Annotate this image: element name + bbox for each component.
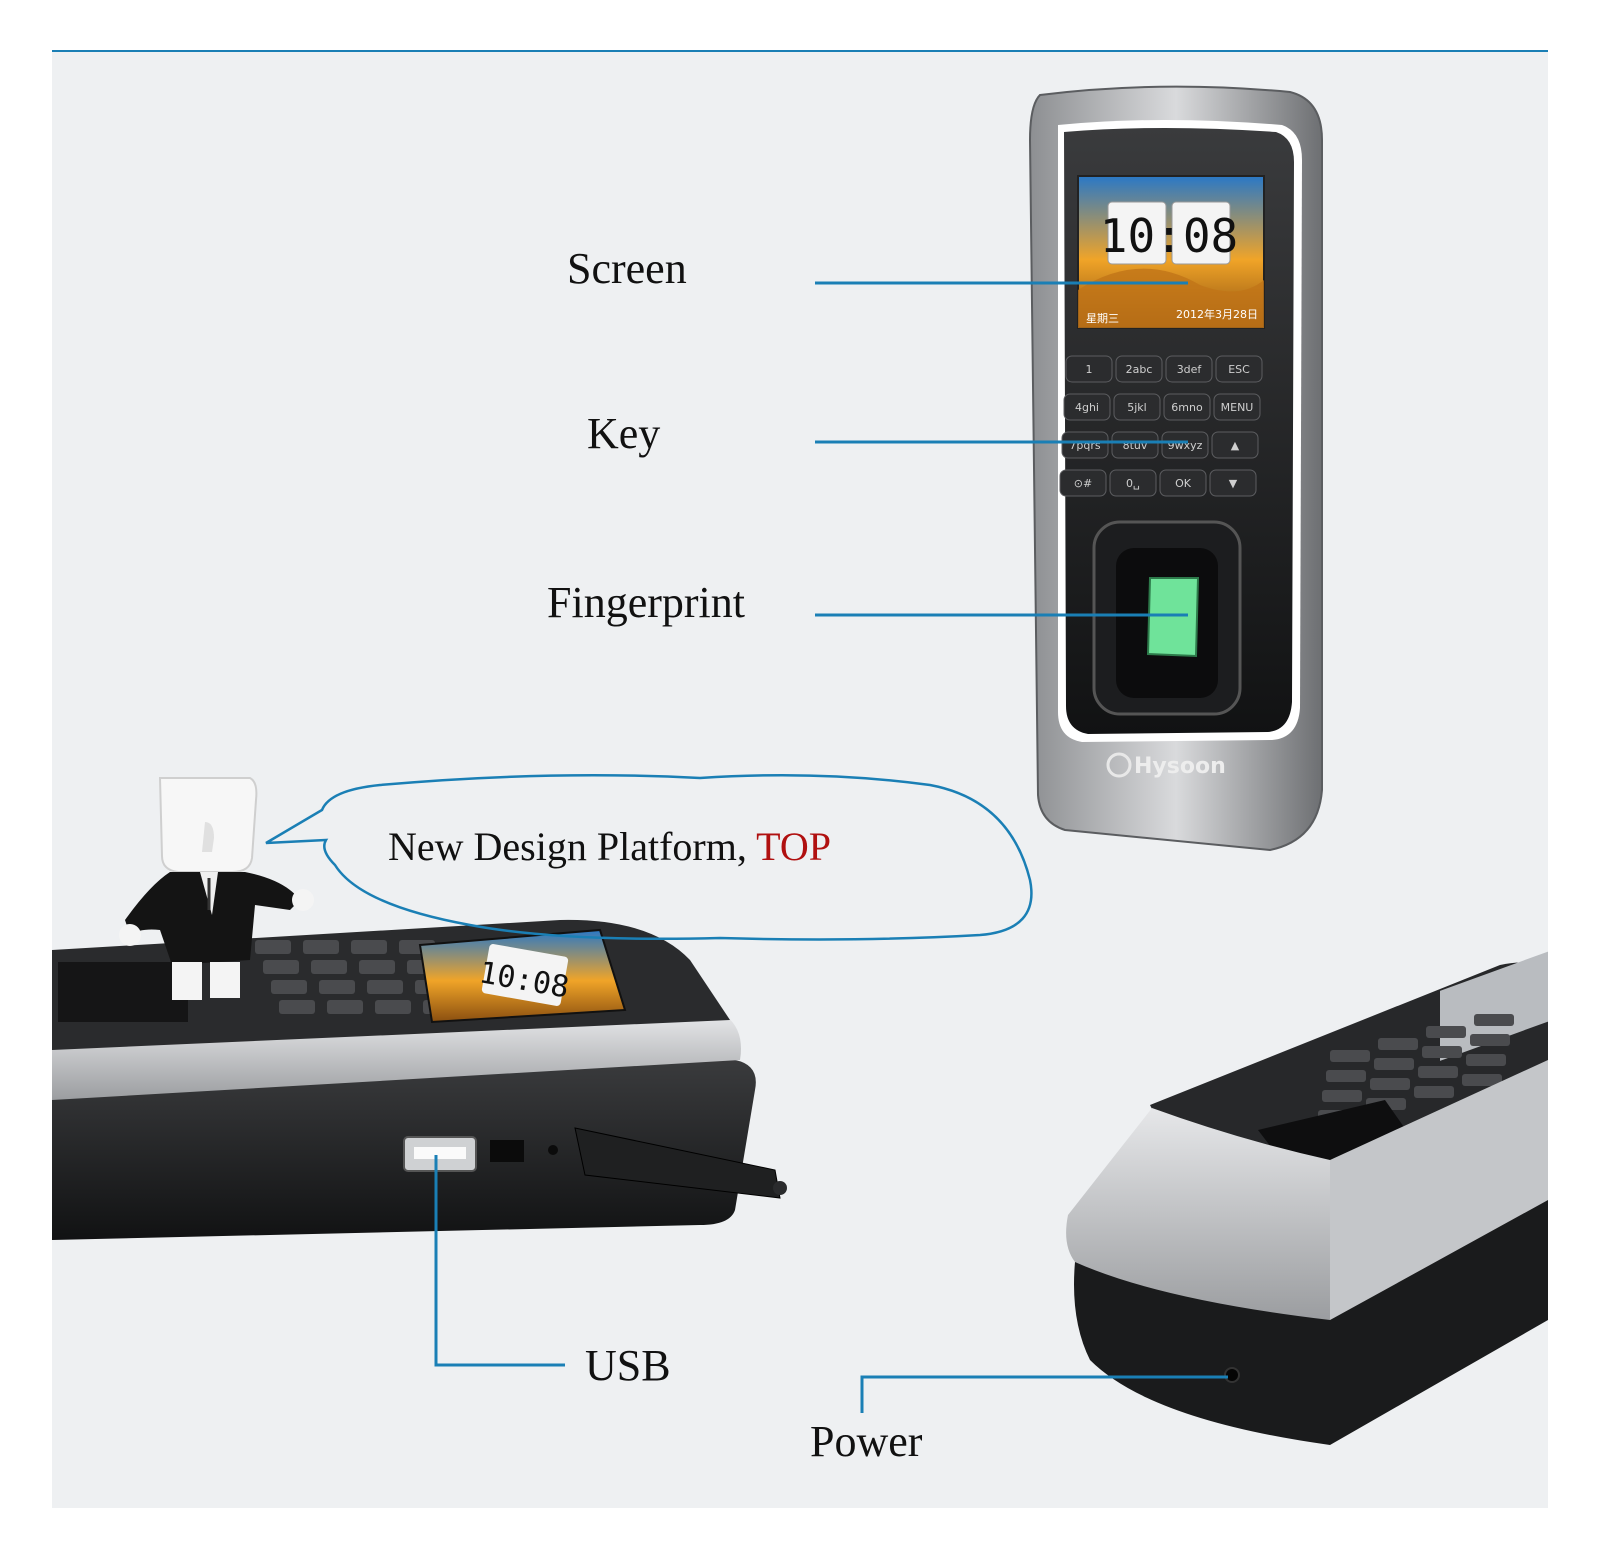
keypad-key-label: ▲ [1231,439,1240,452]
clock-flip-right [1171,201,1231,265]
keypad-key-label: 0␣ [1126,477,1140,490]
keypad-key-label: MENU [1221,401,1254,414]
keypad-key [1059,469,1107,497]
usb-leader-line [434,1155,565,1367]
lying-keypad-key [303,940,339,954]
lying-keypad-key [375,1000,411,1014]
side-keypad-key [1322,1090,1362,1102]
lying-keypad-key [319,980,355,994]
lying-keypad-key [279,1000,315,1014]
label-key: Key [587,409,660,458]
side-device-silver-cap [1066,1108,1343,1320]
mascot-hand-right [292,889,314,911]
lying-device-recess [58,962,188,1022]
side-keypad-key [1418,1066,1458,1078]
side-lcd [1440,951,1548,1061]
side-keypad-key [1330,1050,1370,1062]
mascot-figure [119,777,314,1000]
lying-keypad-key [351,940,387,954]
power-jack [1224,1367,1240,1383]
keypad-key-label: 2abc [1126,363,1153,376]
port-cover-flap [574,1127,781,1199]
keypad-key [1161,431,1209,459]
keypad-key [1165,355,1213,383]
label-fingerprint: Fingerprint [547,578,745,627]
brand-logo-icon [1106,752,1132,778]
keypad-key [1061,431,1109,459]
keypad-key-label: ⊙# [1074,477,1092,490]
side-device-bottom [1074,1200,1548,1445]
brand-name: Hysoon [1134,754,1226,779]
side-keypad-key [1326,1070,1366,1082]
keypad-key-label: 6mno [1171,401,1203,414]
lying-device: 10:08 [52,919,787,1240]
side-keypad-key [1414,1086,1454,1098]
side-keypad-key [1378,1038,1418,1050]
keypad-key [1163,393,1211,421]
keypad-key [1065,355,1113,383]
keypad-key [1113,393,1161,421]
mascot-leg-left [172,962,202,1000]
keypad-key [1159,469,1207,497]
lying-keypad-key [359,960,395,974]
lying-keypad-key [255,940,291,954]
keypad-key-label: ESC [1228,363,1250,376]
side-device-silver-band [1330,1060,1548,1320]
lying-keypad-key [327,1000,363,1014]
keypad-key [1215,355,1263,383]
keypad-key [1115,355,1163,383]
lying-keypad-key [271,980,307,994]
keypad-key-label: ▼ [1229,477,1238,490]
lying-keypad-key [367,980,403,994]
label-screen: Screen [567,244,687,293]
lying-keypad-key [263,960,299,974]
side-keypad-key [1370,1078,1410,1090]
fingerprint-sensor [1146,577,1200,658]
reset-hole [548,1145,558,1155]
clock-flip-left [1107,201,1167,265]
keypad-key-label: 5jkl [1127,401,1146,414]
mini-port [490,1140,524,1162]
label-usb: USB [585,1341,671,1390]
side-keypad [1318,1014,1514,1122]
lying-lcd: 10:08 [418,928,627,1024]
side-device [1066,951,1548,1445]
side-keypad-key [1466,1054,1506,1066]
label-power: Power [810,1417,923,1466]
keypad-key [1063,393,1111,421]
lcd-day: 星期三 [1086,312,1119,325]
lcd-clock: 10:08 [1100,209,1238,263]
bubble-text: New Design Platform, TOP [388,824,831,869]
power-leader-line [860,1375,1228,1413]
leader-lines [434,281,1228,1413]
keypad-key-label: 3def [1177,363,1203,376]
lying-keypad-key [311,960,347,974]
bubble-text-main: New Design Platform, [388,824,756,869]
mascot-nose [202,822,214,852]
side-keypad-key [1422,1046,1462,1058]
keypad-key-label: 4ghi [1075,401,1099,414]
side-keypad-key [1374,1058,1414,1070]
side-keypad-key [1426,1026,1466,1038]
mascot-suit [125,872,300,965]
keypad-key-label: 1 [1086,363,1093,376]
mascot-leg-right [210,962,240,998]
lcd-date: 2012年3月28日 [1176,307,1258,321]
side-keypad-key [1462,1074,1502,1086]
keypad-key [1211,431,1259,459]
keypad-key [1213,393,1261,421]
mascot-hand-left [119,924,141,946]
keypad-key [1109,469,1157,497]
side-keypad-key [1474,1014,1514,1026]
speech-bubble [265,773,1033,941]
upright-device: 10:08 星期三 2012年3月28日 1 2abc 3def ESC 4ghi 5jk… [1028,85,1323,852]
side-keypad-key [1470,1034,1510,1046]
bubble-text-accent: TOP [756,824,831,869]
keypad-key [1209,469,1257,497]
keypad-key [1111,431,1159,459]
keypad-key-label: OK [1175,477,1192,490]
